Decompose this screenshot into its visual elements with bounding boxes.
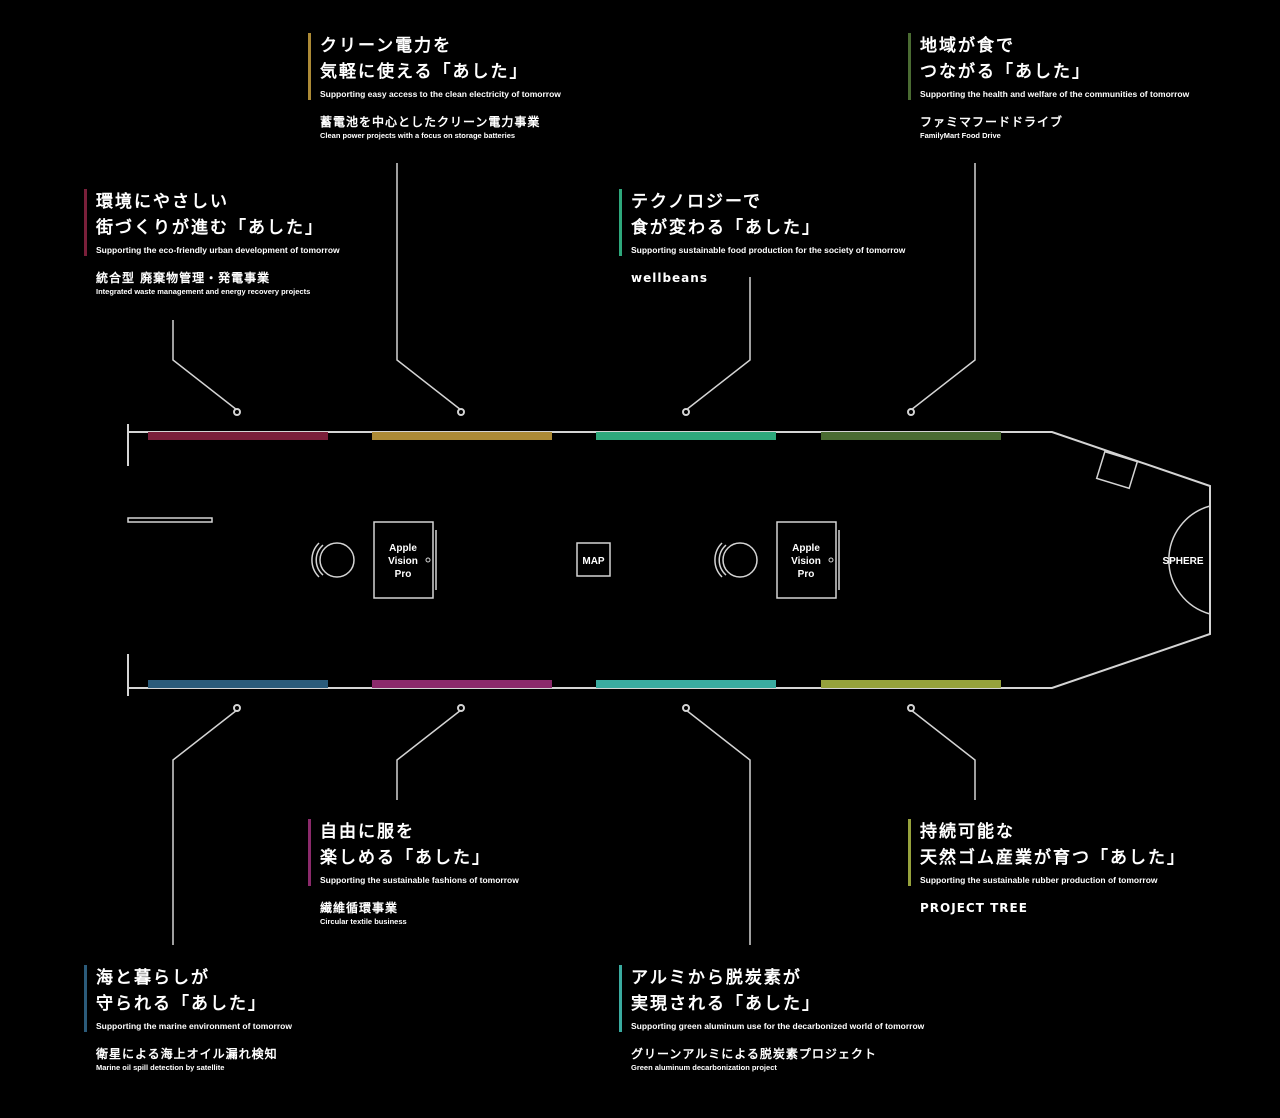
map-label: MAP xyxy=(582,556,605,567)
zone-project-en: Green aluminum decarbonization project xyxy=(631,1063,777,1072)
zone-subtitle: Supporting the sustainable fashions of t… xyxy=(320,875,519,885)
zone-color-bar xyxy=(308,33,311,100)
zone-project: 繊維循環事業 xyxy=(320,901,399,915)
zone-subtitle: Supporting the health and welfare of the… xyxy=(920,89,1190,99)
leader-dot xyxy=(457,704,465,712)
leader-dot xyxy=(907,704,915,712)
zone-rubber: 持続可能な 天然ゴム産業が育つ「あした」 Supporting the sust… xyxy=(908,819,1186,916)
zone-title-line2: 実現される「あした」 xyxy=(631,994,821,1014)
zone-strip xyxy=(148,432,328,440)
zone-title-line1: クリーン電力を xyxy=(320,36,453,56)
zone-strip xyxy=(821,432,1001,440)
zone-project-en: Clean power projects with a focus on sto… xyxy=(320,131,516,140)
station1-label-line2: Vision xyxy=(388,556,418,567)
apple-vision-pro-station-1 xyxy=(373,521,434,599)
zone-title-line1: アルミから脱炭素が xyxy=(631,968,802,988)
outer-wall xyxy=(128,431,1211,689)
zone-title-line2: 街づくりが進む「あした」 xyxy=(96,218,324,238)
zone-title-line2: 天然ゴム産業が育つ「あした」 xyxy=(920,848,1186,868)
zone-subtitle: Supporting the eco-friendly urban develo… xyxy=(96,245,340,255)
leader-dot xyxy=(233,408,241,416)
kiosk xyxy=(1095,450,1139,490)
zone-community-food: 地域が食で つながる「あした」 Supporting the health an… xyxy=(908,33,1189,141)
station1-label-line1: Apple xyxy=(389,543,417,554)
zone-subtitle: Supporting easy access to the clean elec… xyxy=(320,89,561,99)
zone-strip xyxy=(821,680,1001,688)
zone-title-line2: つながる「あした」 xyxy=(920,62,1091,82)
leader-line xyxy=(910,163,976,411)
leader-dot xyxy=(233,704,241,712)
leader-dot xyxy=(682,704,690,712)
seat-2 xyxy=(714,542,758,578)
zone-fashion: 自由に服を 楽しめる「あした」 Supporting the sustainab… xyxy=(308,819,519,927)
zone-project: 蓄電池を中心としたクリーン電力事業 xyxy=(320,115,541,129)
zone-color-bar xyxy=(908,33,911,100)
station2-label-line2: Vision xyxy=(791,556,821,567)
zone-clean-power: クリーン電力を 気軽に使える「あした」 Supporting easy acce… xyxy=(308,33,561,141)
zone-strip xyxy=(596,432,776,440)
leader-line xyxy=(685,709,751,945)
zone-project: ファミマフードドライブ xyxy=(920,115,1064,129)
zone-title-line1: 環境にやさしい xyxy=(96,192,229,212)
zone-project-en: FamilyMart Food Drive xyxy=(920,131,1001,140)
seat-1 xyxy=(311,542,355,578)
zone-strip xyxy=(372,432,552,440)
leader-dot xyxy=(457,408,465,416)
leader-line xyxy=(910,709,976,800)
sphere-label: SPHERE xyxy=(1162,556,1203,567)
zone-strip xyxy=(372,680,552,688)
zone-title-line1: 海と暮らしが xyxy=(96,968,210,988)
zone-project: 衛星による海上オイル漏れ検知 xyxy=(96,1047,278,1061)
zone-color-bar xyxy=(908,819,911,886)
zone-strip xyxy=(148,680,328,688)
zone-color-bar xyxy=(619,189,622,256)
zone-title-line1: 持続可能な xyxy=(920,822,1015,842)
entrance-bench xyxy=(127,517,213,523)
apple-vision-pro-station-2 xyxy=(776,521,837,599)
zone-subtitle: Supporting sustainable food production f… xyxy=(631,245,906,255)
zone-project-en: Integrated waste management and energy r… xyxy=(96,287,311,296)
zone-color-bar xyxy=(84,965,87,1032)
zone-aluminum: アルミから脱炭素が 実現される「あした」 Supporting green al… xyxy=(619,965,924,1073)
zone-title-line2: 守られる「あした」 xyxy=(96,994,267,1014)
zone-food-tech: テクノロジーで 食が変わる「あした」 Supporting sustainabl… xyxy=(619,189,905,286)
zone-project: wellbeans xyxy=(631,271,708,285)
leader-line xyxy=(172,709,238,945)
station2-label-line1: Apple xyxy=(792,543,820,554)
leader-line xyxy=(685,277,751,411)
zone-marine: 海と暮らしが 守られる「あした」 Supporting the marine e… xyxy=(84,965,292,1073)
zone-eco-urban: 環境にやさしい 街づくりが進む「あした」 Supporting the eco-… xyxy=(84,189,340,297)
zone-project: グリーンアルミによる脱炭素プロジェクト xyxy=(631,1047,877,1061)
leader-dot xyxy=(907,408,915,416)
zone-title-line1: 地域が食で xyxy=(920,36,1015,56)
zone-strip xyxy=(596,680,776,688)
map-panel xyxy=(576,542,611,577)
zone-color-bar xyxy=(308,819,311,886)
zone-project-en: Marine oil spill detection by satellite xyxy=(96,1063,225,1072)
zone-title-line1: テクノロジーで xyxy=(631,192,762,212)
zone-project: 統合型 廃棄物管理・発電事業 xyxy=(96,271,271,285)
zone-title-line2: 食が変わる「あした」 xyxy=(631,218,821,238)
leader-dot xyxy=(682,408,690,416)
zone-subtitle: Supporting the marine environment of tom… xyxy=(96,1021,292,1031)
station1-label-line3: Pro xyxy=(395,569,412,580)
zone-project-en: Circular textile business xyxy=(320,917,407,926)
zone-color-bar xyxy=(619,965,622,1032)
zone-title-line2: 気軽に使える「あした」 xyxy=(320,62,529,82)
zone-subtitle: Supporting green aluminum use for the de… xyxy=(631,1021,925,1031)
zone-color-bar xyxy=(84,189,87,256)
zone-subtitle: Supporting the sustainable rubber produc… xyxy=(920,875,1158,885)
station2-label-line3: Pro xyxy=(798,569,815,580)
leader-line xyxy=(172,320,238,411)
zone-title-line2: 楽しめる「あした」 xyxy=(320,848,491,868)
leader-line xyxy=(396,163,462,411)
zone-project: PROJECT TREE xyxy=(920,901,1028,915)
zone-title-line1: 自由に服を xyxy=(320,822,415,842)
sphere-dome xyxy=(1168,505,1211,615)
leader-line xyxy=(396,709,462,800)
